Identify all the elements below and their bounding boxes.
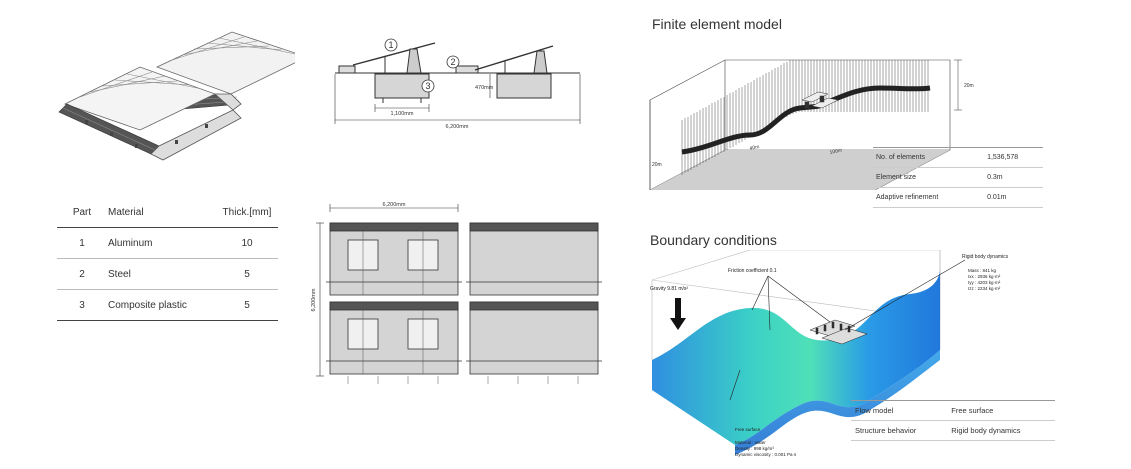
- materials-table-header: Part Material Thick.[mm]: [57, 197, 278, 228]
- rigid-iyy: Iyy : 4203 kg·m²: [968, 280, 1001, 285]
- callout-2: 2: [450, 57, 455, 67]
- rigid-ixx: Ixx : 2936 kg·m²: [968, 274, 1001, 279]
- table-row: 1 Aluminum 10: [57, 227, 278, 259]
- cell-thickness: 10: [216, 227, 278, 259]
- rigid-izz: Izz : 2234 kg·m²: [968, 286, 1001, 291]
- table-row: Flow model Free surface: [851, 400, 1055, 421]
- dim-pontoon-1100: 1,100mm: [391, 111, 414, 117]
- fem-structure: [801, 91, 839, 109]
- dim-total-6200: 6,200mm: [446, 124, 469, 130]
- header-material: Material: [107, 197, 216, 228]
- table-row: 2 Steel 5: [57, 258, 278, 290]
- callout-1: 1: [388, 40, 393, 50]
- bc-value: Rigid body dynamics: [947, 420, 1055, 441]
- bc-label: Structure behavior: [851, 420, 948, 441]
- bc-value: Free surface: [947, 400, 1055, 421]
- plan-right: [466, 222, 602, 384]
- water-density: Density : 998 kg/m³: [735, 446, 774, 451]
- gravity-arrow-icon: [670, 298, 686, 330]
- fem-dim-depth: 20m: [652, 162, 662, 168]
- cell-part: 2: [57, 258, 107, 290]
- dim-height-470: 470mm: [475, 85, 494, 91]
- fem-param-value: 0.01m: [984, 187, 1043, 208]
- dim-length-6200: 6,200mm: [311, 288, 317, 311]
- table-row: Element size 0.3m: [873, 167, 1043, 188]
- cell-material: Aluminum: [107, 227, 216, 259]
- cell-material: Composite plastic: [107, 289, 216, 321]
- table-row: Adaptive refinement 0.01m: [873, 187, 1043, 208]
- cell-part: 3: [57, 289, 107, 321]
- table-row: Structure behavior Rigid body dynamics: [851, 420, 1055, 441]
- plan-view-drawing: 6,200mm 6,200mm: [311, 202, 602, 384]
- header-part: Part: [57, 197, 107, 228]
- fem-param-label: No. of elements: [873, 147, 985, 168]
- cell-part: 1: [57, 227, 107, 259]
- table-row: No. of elements 1,536,578: [873, 147, 1043, 168]
- right-module: [455, 45, 554, 99]
- cross-section-drawing: 1 2 3 470mm 1,100mm 6,200mm: [334, 38, 581, 130]
- floating-structure: [809, 319, 868, 345]
- header-thickness: Thick.[mm]: [216, 197, 278, 228]
- callout-3: 3: [425, 81, 430, 91]
- water-viscosity: Dynamic viscosity : 0.001 Pa·s: [735, 452, 797, 457]
- fem-param-label: Adaptive refinement: [873, 187, 985, 208]
- gravity-label: Gravity 9.81 m/s²: [650, 286, 688, 292]
- fem-dim-height: 20m: [964, 83, 974, 89]
- free-surface-label: Free surface: [735, 427, 761, 432]
- materials-table: Part Material Thick.[mm] 1 Aluminum 10 2…: [57, 197, 278, 321]
- rigid-mass: Mass : 841 kg: [968, 268, 997, 273]
- cell-material: Steel: [107, 258, 216, 290]
- friction-label: Friction coefficient 0.1: [728, 268, 777, 274]
- fem-parameters-table: No. of elements 1,536,578 Element size 0…: [873, 147, 1043, 208]
- fem-param-value: 0.3m: [984, 167, 1043, 188]
- fem-param-value: 1,536,578: [984, 147, 1043, 168]
- table-row: 3 Composite plastic 5: [57, 289, 278, 321]
- boundary-title: Boundary conditions: [650, 232, 777, 248]
- fem-dim-length: 100m: [829, 147, 842, 155]
- fem-param-label: Element size: [873, 167, 985, 188]
- rigid-body-title: Rigid body dynamics: [962, 254, 1009, 260]
- boundary-table: Flow model Free surface Structure behavi…: [851, 400, 1055, 441]
- cell-thickness: 5: [216, 258, 278, 290]
- bc-label: Flow model: [851, 400, 948, 421]
- fem-title: Finite element model: [652, 16, 782, 32]
- fem-dim-mid: 40m: [749, 144, 760, 152]
- panel-array-iso-drawing: [58, 31, 295, 161]
- dim-width-6200: 6,200mm: [383, 202, 406, 208]
- water-material: Material : water: [735, 440, 766, 445]
- plan-left: [326, 222, 462, 384]
- cell-thickness: 5: [216, 289, 278, 321]
